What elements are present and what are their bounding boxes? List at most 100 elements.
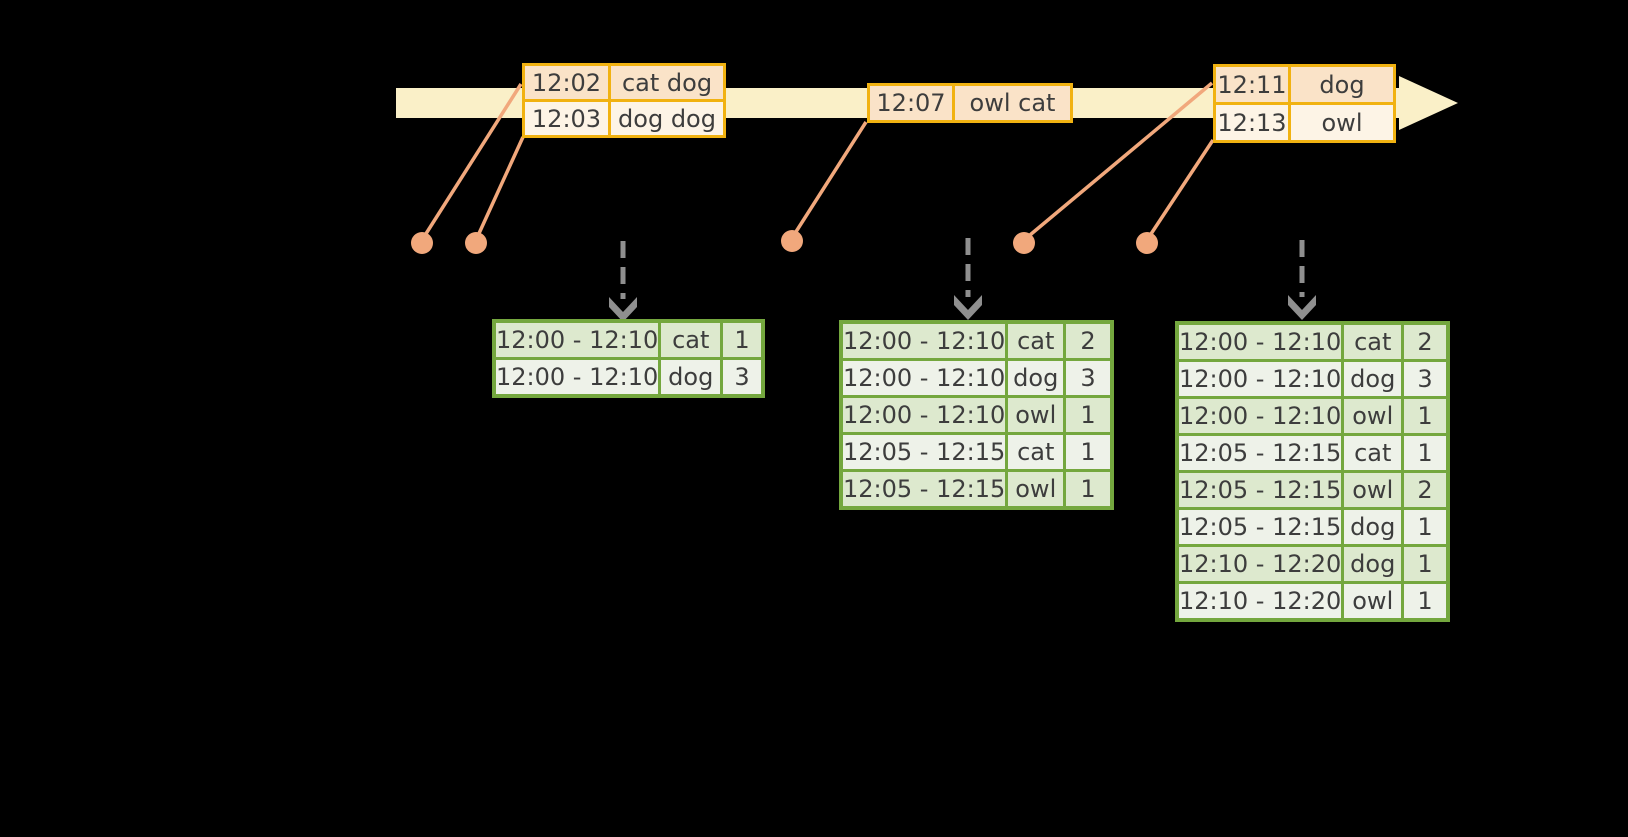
count-cell: 3 — [1063, 358, 1114, 398]
event-time-cell: 12:02 — [522, 63, 611, 102]
table-row: 12:11 dog — [1213, 64, 1396, 105]
table-row: 12:00 - 12:10 cat 2 — [839, 320, 1114, 361]
table-row: 12:13 owl — [1213, 102, 1396, 143]
word-cell: dog — [1341, 544, 1405, 584]
down-arrow-icon — [609, 241, 637, 322]
count-cell: 1 — [1401, 507, 1450, 547]
count-cell: 1 — [1063, 469, 1114, 510]
table-row: 12:00 - 12:10 owl 1 — [1175, 396, 1450, 436]
count-cell: 3 — [720, 357, 765, 398]
table-row: 12:05 - 12:15 owl 1 — [839, 469, 1114, 510]
window-cell: 12:00 - 12:10 — [492, 319, 662, 360]
count-cell: 2 — [1401, 470, 1450, 510]
down-arrow-icon — [954, 238, 982, 320]
word-cell: owl — [1005, 469, 1067, 510]
connector-lines — [420, 81, 1215, 242]
word-cell: dog — [1341, 359, 1405, 399]
word-cell: dog — [1341, 507, 1405, 547]
event-table-1: 12:02 cat dog 12:03 dog dog — [522, 63, 726, 138]
word-cell: owl — [1341, 581, 1405, 622]
connector-line — [420, 83, 523, 241]
count-cell: 1 — [1401, 581, 1450, 622]
window-cell: 12:00 - 12:10 — [1175, 396, 1345, 436]
word-cell: dog — [1005, 358, 1067, 398]
event-time-cell: 12:13 — [1213, 102, 1291, 143]
window-cell: 12:10 - 12:20 — [1175, 544, 1345, 584]
count-cell: 1 — [1063, 432, 1114, 472]
window-cell: 12:00 - 12:10 — [839, 395, 1009, 435]
window-cell: 12:00 - 12:10 — [839, 358, 1009, 398]
down-arrow-icon — [1288, 240, 1316, 320]
event-words-cell: cat dog — [608, 63, 726, 102]
down-arrow-head — [954, 295, 982, 320]
window-cell: 12:05 - 12:15 — [839, 432, 1009, 472]
connector-line — [1145, 139, 1215, 241]
count-cell: 2 — [1063, 320, 1114, 361]
event-words-cell: dog — [1288, 64, 1396, 105]
table-row: 12:02 cat dog — [522, 63, 726, 102]
table-row: 12:00 - 12:10 dog 3 — [1175, 359, 1450, 399]
timeline-arrowhead-icon — [1399, 76, 1458, 130]
window-cell: 12:00 - 12:10 — [839, 320, 1009, 361]
event-dot — [1136, 232, 1158, 254]
window-cell: 12:00 - 12:10 — [1175, 321, 1345, 362]
event-dot — [411, 232, 433, 254]
event-words-cell: owl — [1288, 102, 1396, 143]
down-arrow-head — [1288, 295, 1316, 320]
event-time-cell: 12:11 — [1213, 64, 1291, 105]
table-row: 12:10 - 12:20 owl 1 — [1175, 581, 1450, 622]
window-cell: 12:05 - 12:15 — [1175, 470, 1345, 510]
count-cell: 1 — [1063, 395, 1114, 435]
connector-line — [790, 121, 868, 239]
table-row: 12:03 dog dog — [522, 99, 726, 138]
table-row: 12:00 - 12:10 cat 1 — [492, 319, 765, 360]
table-row: 12:10 - 12:20 dog 1 — [1175, 544, 1450, 584]
event-table-2: 12:07 owl cat — [867, 83, 1073, 123]
count-cell: 3 — [1401, 359, 1450, 399]
result-table-1: 12:00 - 12:10 cat 1 12:00 - 12:10 dog 3 — [492, 319, 765, 398]
table-row: 12:05 - 12:15 owl 2 — [1175, 470, 1450, 510]
word-cell: owl — [1341, 470, 1405, 510]
window-cell: 12:05 - 12:15 — [1175, 433, 1345, 473]
count-cell: 1 — [1401, 433, 1450, 473]
count-cell: 1 — [1401, 544, 1450, 584]
table-row: 12:00 - 12:10 dog 3 — [839, 358, 1114, 398]
table-row: 12:00 - 12:10 cat 2 — [1175, 321, 1450, 362]
window-cell: 12:00 - 12:10 — [1175, 359, 1345, 399]
window-cell: 12:10 - 12:20 — [1175, 581, 1345, 622]
count-cell: 1 — [720, 319, 765, 360]
window-cell: 12:05 - 12:15 — [839, 469, 1009, 510]
word-cell: dog — [658, 357, 724, 398]
window-cell: 12:00 - 12:10 — [492, 357, 662, 398]
connector-line — [1022, 81, 1214, 242]
table-row: 12:05 - 12:15 cat 1 — [1175, 433, 1450, 473]
event-dot — [781, 230, 803, 252]
result-table-2: 12:00 - 12:10 cat 2 12:00 - 12:10 dog 3 … — [839, 320, 1114, 510]
word-cell: cat — [1341, 321, 1405, 362]
table-row: 12:00 - 12:10 dog 3 — [492, 357, 765, 398]
word-cell: cat — [1005, 432, 1067, 472]
event-dots — [411, 230, 1158, 254]
word-cell: owl — [1341, 396, 1405, 436]
event-dot — [1013, 232, 1035, 254]
word-cell: cat — [1341, 433, 1405, 473]
event-time-cell: 12:03 — [522, 99, 611, 138]
count-cell: 1 — [1401, 396, 1450, 436]
event-time-cell: 12:07 — [867, 83, 955, 123]
word-cell: cat — [658, 319, 724, 360]
event-words-cell: owl cat — [952, 83, 1073, 123]
event-table-3: 12:11 dog 12:13 owl — [1213, 64, 1396, 143]
word-cell: cat — [1005, 320, 1067, 361]
event-words-cell: dog dog — [608, 99, 726, 138]
word-cell: owl — [1005, 395, 1067, 435]
count-cell: 2 — [1401, 321, 1450, 362]
event-dot — [465, 232, 487, 254]
table-row: 12:05 - 12:15 cat 1 — [839, 432, 1114, 472]
table-row: 12:05 - 12:15 dog 1 — [1175, 507, 1450, 547]
table-row: 12:07 owl cat — [867, 83, 1073, 123]
window-cell: 12:05 - 12:15 — [1175, 507, 1345, 547]
connector-line — [474, 136, 525, 241]
down-arrow-head — [609, 297, 637, 322]
result-table-3: 12:00 - 12:10 cat 2 12:00 - 12:10 dog 3 … — [1175, 321, 1450, 622]
